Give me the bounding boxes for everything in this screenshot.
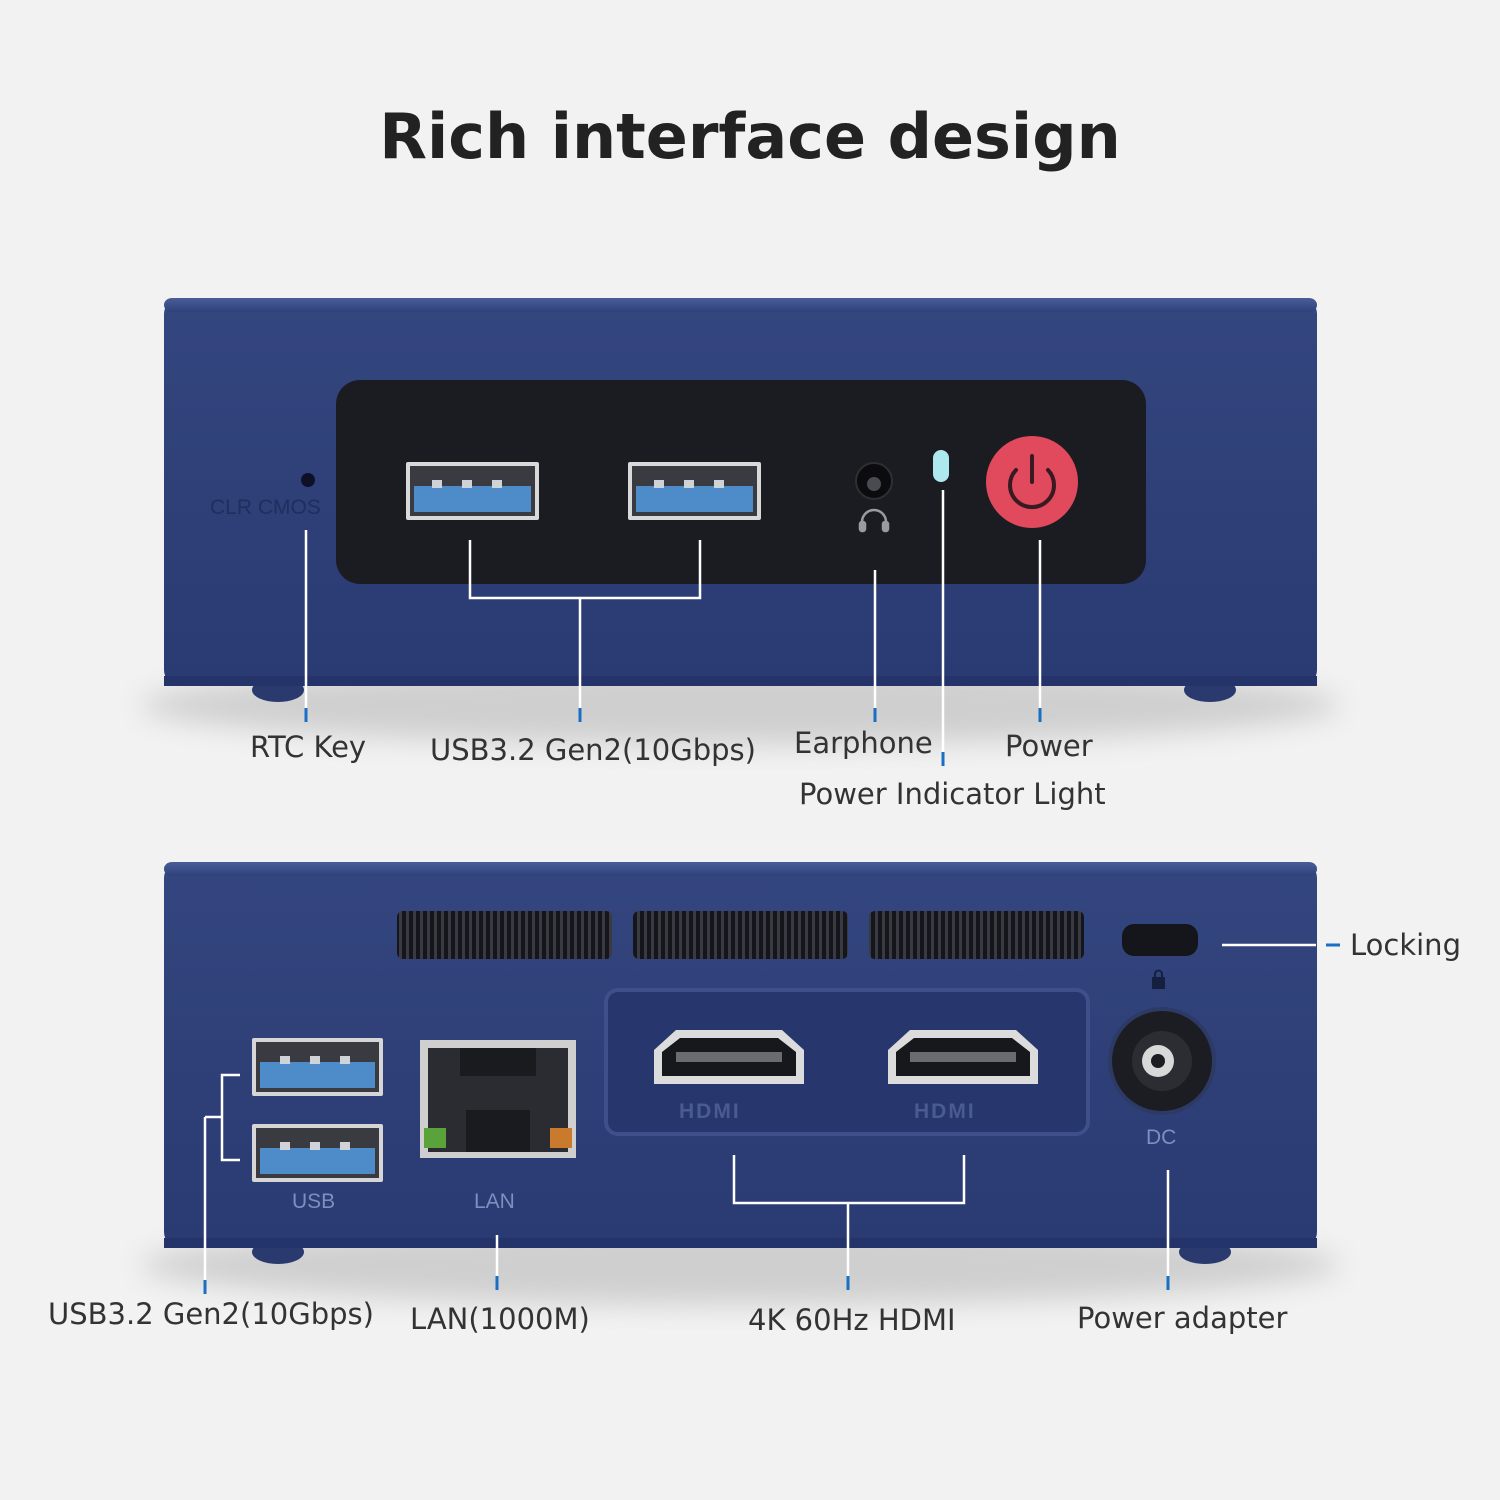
back-usb-label: USB bbox=[292, 1190, 336, 1213]
back-lan-label: LAN bbox=[474, 1190, 515, 1213]
headset-icon bbox=[858, 508, 890, 533]
vent-3 bbox=[869, 911, 1084, 959]
back-usb-port-1 bbox=[252, 1038, 383, 1096]
callout-front-usb: USB3.2 Gen2(10Gbps) bbox=[430, 733, 756, 767]
back-usb-port-2 bbox=[252, 1124, 383, 1182]
callout-hdmi: 4K 60Hz HDMI bbox=[748, 1303, 956, 1337]
hdmi-port-1 bbox=[654, 1030, 804, 1084]
power-indicator-led bbox=[933, 450, 949, 482]
lock-slot bbox=[1122, 924, 1198, 956]
callout-rtc-key: RTC Key bbox=[250, 730, 367, 764]
callout-power-indicator: Power Indicator Light bbox=[799, 777, 1106, 811]
hdmi-logo-1: HDMI bbox=[679, 1100, 741, 1123]
power-icon bbox=[1008, 454, 1056, 510]
callout-power: Power bbox=[1005, 729, 1093, 763]
dc-label: DC bbox=[1146, 1126, 1177, 1149]
earphone-jack bbox=[855, 462, 893, 533]
power-button bbox=[986, 436, 1078, 528]
hdmi-panel bbox=[604, 988, 1090, 1136]
lan-port bbox=[420, 1040, 576, 1158]
front-leader-lines bbox=[304, 490, 1042, 755]
front-usb-port-1 bbox=[406, 462, 539, 520]
front-usb-port-2 bbox=[628, 462, 761, 520]
callout-locking: Locking bbox=[1350, 928, 1461, 962]
page-title: Rich interface design bbox=[379, 100, 1121, 173]
dc-jack bbox=[1108, 1007, 1216, 1115]
callout-lan: LAN(1000M) bbox=[410, 1302, 590, 1336]
front-unit bbox=[140, 298, 1340, 766]
hdmi-logo-2: HDMI bbox=[914, 1100, 976, 1123]
back-leader-lines bbox=[203, 943, 1316, 1280]
callout-earphone: Earphone bbox=[794, 726, 933, 760]
back-tick-marks bbox=[203, 943, 1340, 1294]
hdmi-port-2 bbox=[888, 1030, 1038, 1084]
vent-2 bbox=[633, 911, 848, 959]
callout-power-adapter: Power adapter bbox=[1077, 1301, 1288, 1335]
back-unit bbox=[140, 862, 1340, 1305]
callout-back-usb: USB3.2 Gen2(10Gbps) bbox=[48, 1297, 374, 1331]
clr-cmos-pinhole bbox=[301, 473, 315, 487]
lock-icon bbox=[1152, 969, 1165, 989]
clr-cmos-label: CLR CMOS bbox=[210, 496, 321, 519]
front-tick-marks bbox=[304, 708, 1042, 766]
vent-1 bbox=[397, 911, 612, 959]
